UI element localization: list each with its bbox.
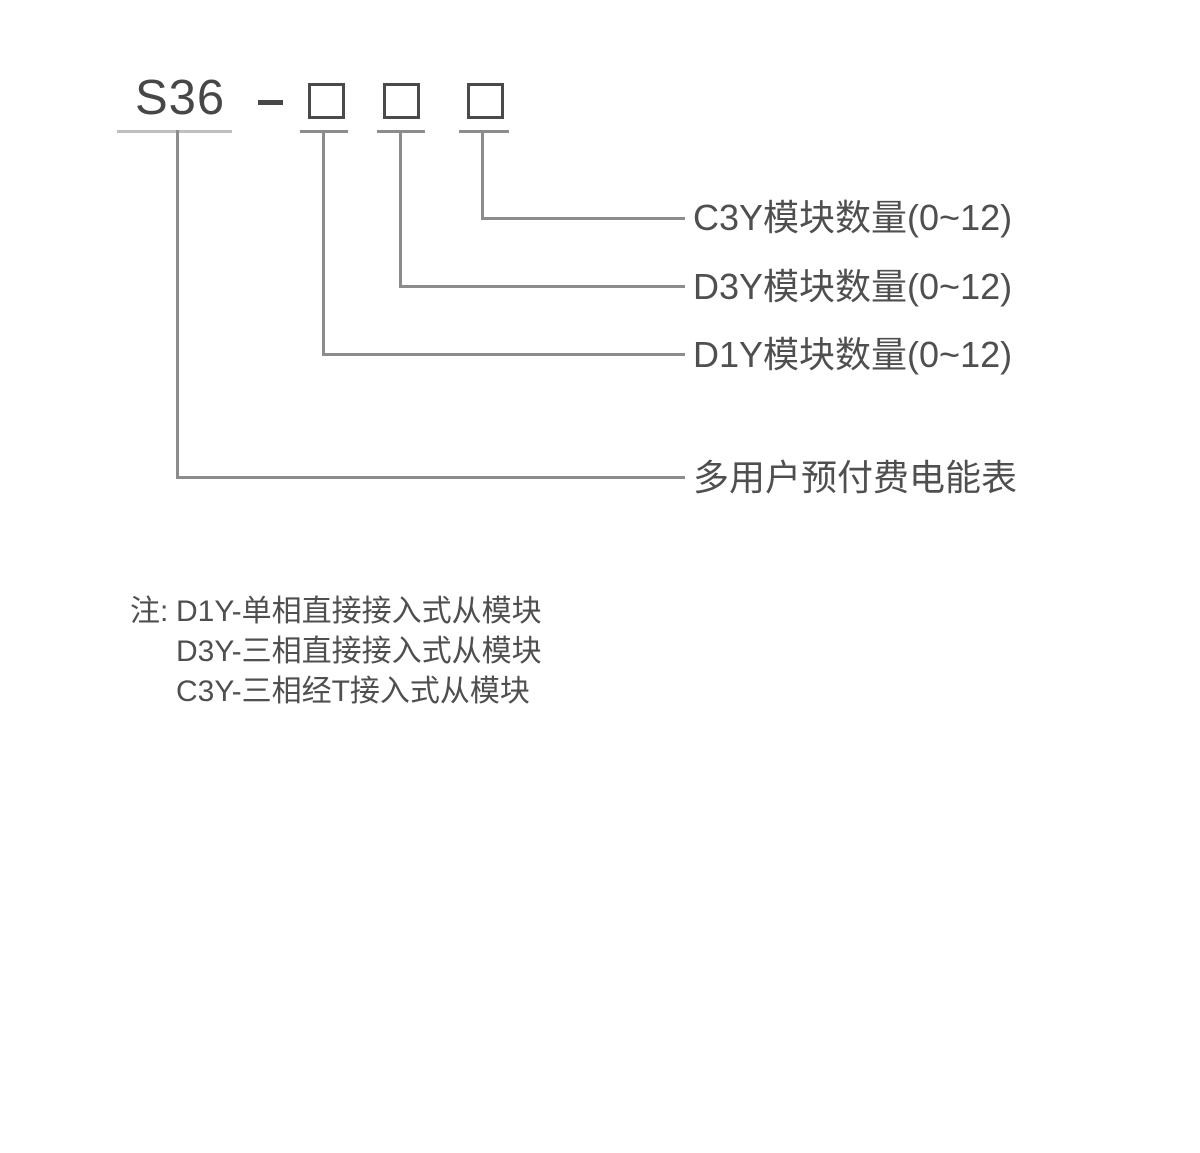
callout-label-meter-type: 多用户预付费电能表 bbox=[693, 457, 1018, 498]
connector-vertical-box-1 bbox=[322, 130, 325, 356]
connector-horizontal-c3y bbox=[481, 217, 685, 220]
callout-label-c3y-module-count: C3Y模块数量(0~12) bbox=[693, 197, 1013, 238]
connector-vertical-box-3 bbox=[481, 130, 484, 220]
dash-separator bbox=[258, 100, 283, 105]
note-line-1: 注:D1Y-单相直接接入式从模块 bbox=[130, 592, 542, 632]
connector-vertical-box-2 bbox=[399, 130, 402, 288]
note-line-1-text: D1Y-单相直接接入式从模块 bbox=[176, 595, 542, 628]
connector-vertical-prefix bbox=[176, 130, 179, 479]
note-line-3: C3Y-三相经T接入式从模块 bbox=[130, 672, 542, 712]
model-digit-box-1 bbox=[308, 83, 345, 119]
callout-label-d3y-module-count: D3Y模块数量(0~12) bbox=[693, 266, 1013, 307]
note-line-2-text: D3Y-三相直接接入式从模块 bbox=[176, 635, 542, 668]
note-line-2: D3Y-三相直接接入式从模块 bbox=[130, 632, 542, 672]
note-block: 注:D1Y-单相直接接入式从模块 D3Y-三相直接接入式从模块 C3Y-三相经T… bbox=[130, 592, 542, 712]
connector-horizontal-d1y bbox=[322, 353, 685, 356]
prefix-underline bbox=[117, 130, 232, 133]
note-prefix: 注: bbox=[130, 595, 169, 628]
callout-label-d1y-module-count: D1Y模块数量(0~12) bbox=[693, 334, 1013, 375]
model-prefix-text: S36 bbox=[135, 71, 226, 125]
connector-horizontal-d3y bbox=[399, 285, 685, 288]
model-digit-box-2 bbox=[383, 83, 420, 119]
box-3-underline bbox=[459, 130, 509, 133]
model-digit-box-3 bbox=[467, 83, 504, 119]
note-line-3-text: C3Y-三相经T接入式从模块 bbox=[176, 675, 530, 708]
connector-horizontal-meter bbox=[176, 476, 685, 479]
